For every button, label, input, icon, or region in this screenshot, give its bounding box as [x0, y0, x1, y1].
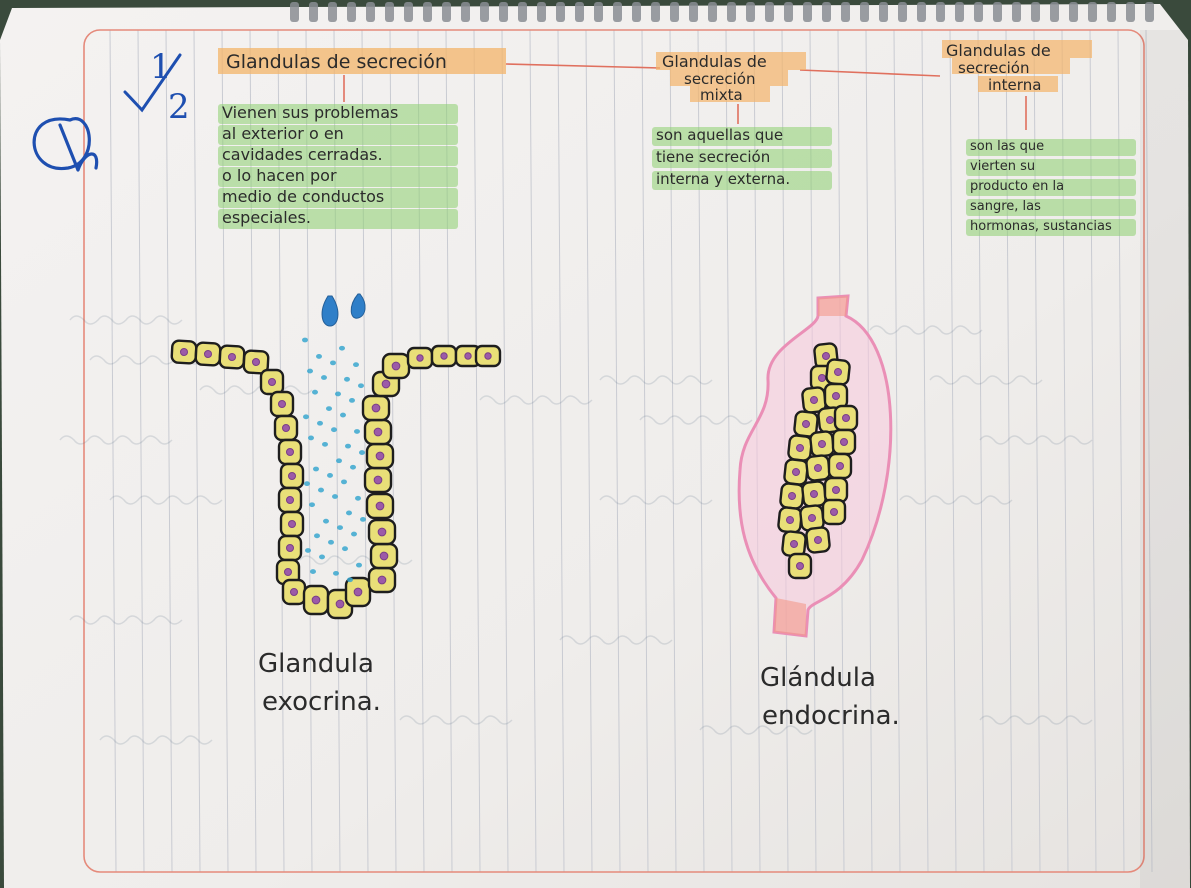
body-line: especiales.	[222, 208, 311, 227]
cell	[363, 396, 389, 420]
body-line: medio de conductos	[222, 187, 384, 206]
column-1-body: Vienen sus problemas al exterior o en cavi…	[218, 103, 458, 229]
cell	[271, 392, 293, 416]
body-line: cavidades cerradas.	[222, 145, 383, 164]
page-edge-shadow	[1140, 30, 1191, 888]
body-line: son aquellas que	[656, 126, 783, 144]
body-line: Vienen sus problemas	[222, 103, 398, 122]
cell	[171, 340, 196, 363]
endocrine-label-line-1: Glándula	[760, 663, 876, 693]
cell	[835, 406, 857, 430]
cell	[833, 430, 855, 454]
cell	[408, 348, 432, 368]
column-3-title-line-1: Glandulas de	[946, 41, 1051, 60]
endocrine-label-line-2: endocrina.	[762, 701, 900, 731]
body-line: hormonas, sustancias	[970, 219, 1112, 234]
cell	[371, 544, 397, 568]
column-2-body: son aquellas que tiene secreción interna y…	[652, 126, 832, 190]
column-2-title-line-3: mixta	[700, 86, 743, 104]
cell	[780, 483, 804, 509]
cell	[383, 354, 409, 378]
cell	[476, 346, 500, 366]
exocrine-label-line-2: exocrina.	[262, 687, 381, 717]
cell	[802, 481, 826, 507]
cell	[826, 359, 850, 385]
cell	[825, 384, 847, 408]
cell	[823, 500, 845, 524]
body-line: sangre, las	[970, 199, 1041, 214]
cell	[304, 586, 328, 614]
cell	[279, 488, 301, 512]
cell	[829, 454, 851, 478]
cell	[367, 444, 393, 468]
cell	[369, 568, 395, 592]
cell	[346, 578, 370, 606]
body-line: vierten su	[970, 159, 1035, 174]
column-3-title-line-3: interna	[988, 76, 1041, 94]
cell	[261, 370, 283, 394]
cell	[369, 520, 395, 544]
cell	[432, 346, 456, 366]
cell	[281, 464, 303, 488]
cell	[195, 342, 220, 365]
body-line: son las que	[970, 139, 1044, 154]
column-3-title-line-2: secreción	[958, 59, 1029, 77]
cell	[279, 536, 301, 560]
cell	[365, 468, 391, 492]
body-line: interna y externa.	[656, 170, 790, 188]
body-line: producto en la	[970, 179, 1064, 194]
cell	[784, 459, 808, 485]
body-line: al exterior o en	[222, 124, 344, 143]
cell	[806, 527, 830, 553]
body-line: tiene secreción	[656, 148, 770, 166]
cell	[219, 345, 244, 368]
cell	[367, 494, 393, 518]
column-3-body: son las que vierten su producto en la sangr…	[966, 139, 1136, 236]
cell	[281, 512, 303, 536]
exocrine-label-line-1: Glandula	[258, 649, 374, 679]
cell	[365, 420, 391, 444]
column-1-title: Glandulas de secreción	[226, 51, 447, 73]
cell	[778, 507, 802, 533]
cell	[810, 431, 834, 457]
grade-denominator: 2	[168, 87, 190, 127]
cell	[283, 580, 305, 604]
cell	[825, 478, 847, 502]
cell	[275, 416, 297, 440]
cell	[806, 455, 830, 481]
cell	[279, 440, 301, 464]
cell	[789, 554, 811, 578]
column-2-title-line-1: Glandulas de	[662, 52, 767, 71]
body-line: o lo hacen por	[222, 166, 337, 185]
